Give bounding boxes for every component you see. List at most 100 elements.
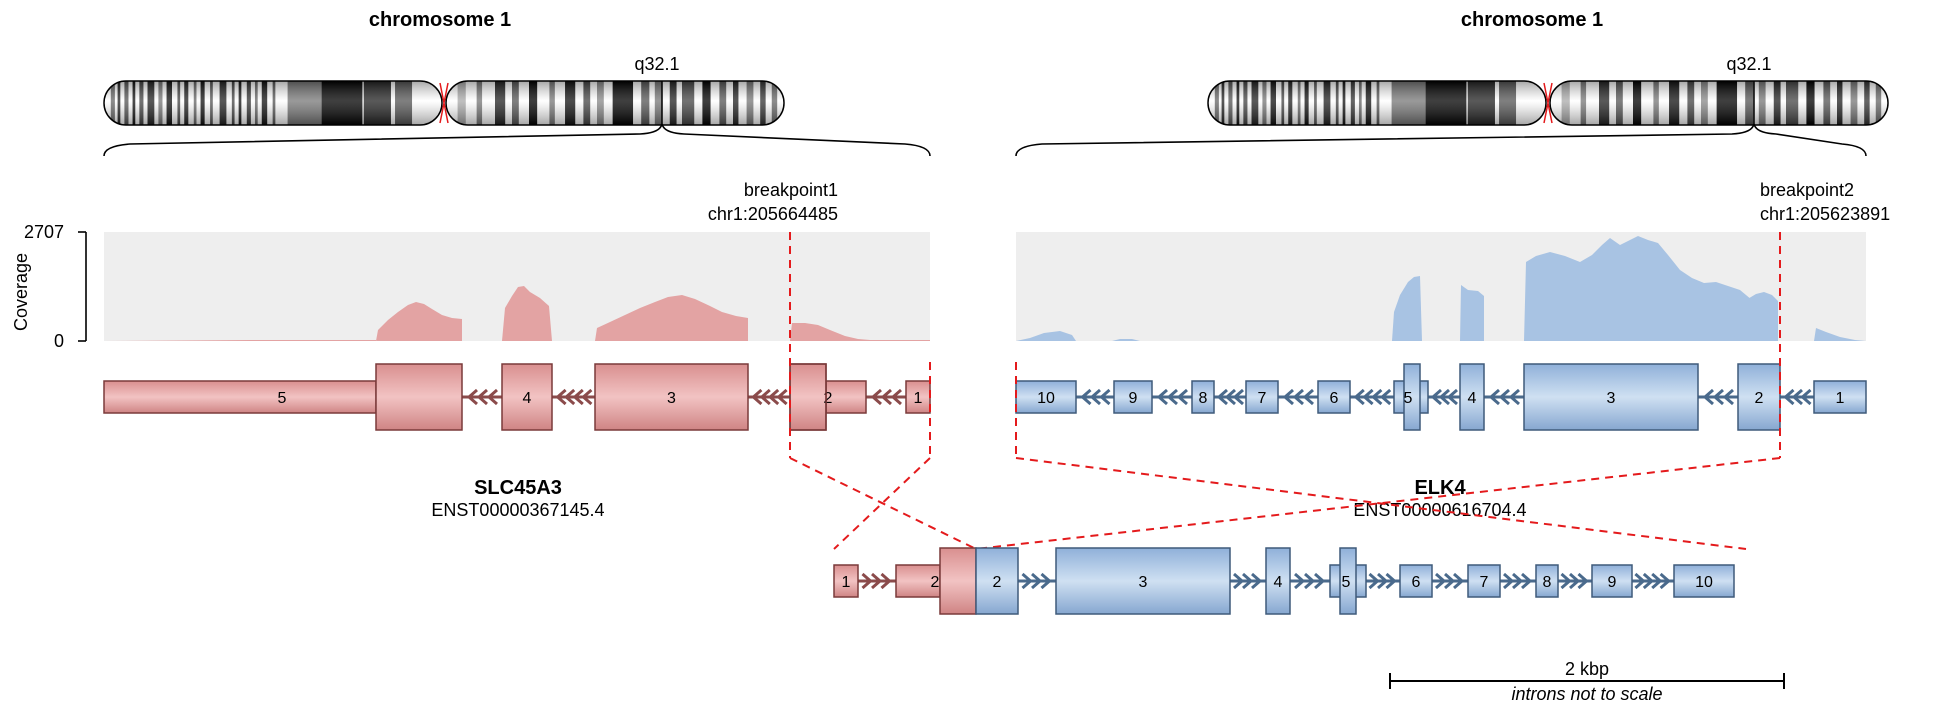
elk4-intron-arrow bbox=[1783, 388, 1795, 406]
elk4-exon-3: 3 bbox=[1523, 363, 1699, 431]
fusion-intron-arrow bbox=[880, 572, 892, 590]
fusion-intron-arrow bbox=[1377, 572, 1389, 590]
fusion-intron-arrow bbox=[1651, 572, 1663, 590]
elk4-intron-arrow bbox=[1099, 388, 1111, 406]
fusion-intron-arrow bbox=[1435, 572, 1447, 590]
elk4-intron-arrow bbox=[1702, 388, 1714, 406]
fusion-intron-arrow bbox=[1031, 572, 1043, 590]
fusion-intron-arrow bbox=[1021, 572, 1033, 590]
elk4-exon-1: 1 bbox=[1813, 380, 1867, 414]
left-coverage-track bbox=[104, 286, 930, 341]
elk4-exon-2: 2 bbox=[1737, 363, 1781, 431]
slc45a3-gene-model: 5 4 3 2 1 bbox=[103, 363, 931, 431]
slc45a3-exon-5-label: 5 bbox=[278, 390, 287, 407]
elk4-intron-arrow bbox=[1379, 388, 1392, 406]
scale-bar: 2 kbp introns not to scale bbox=[1389, 659, 1785, 704]
elk4-intron-arrow bbox=[1353, 388, 1365, 406]
elk4-exon-9: 9 bbox=[1113, 380, 1153, 414]
elk4-intron-arrow bbox=[1446, 388, 1458, 406]
elk4-intron-arrow bbox=[1371, 388, 1383, 406]
slc45a3-intron-arrow bbox=[581, 388, 593, 406]
slc45a3-intron-arrow bbox=[776, 388, 788, 406]
left-transcript-id: ENST00000367145.4 bbox=[431, 500, 604, 520]
elk4-exon-10: 10 bbox=[1015, 380, 1077, 414]
slc45a3-intron-arrow bbox=[767, 388, 780, 406]
elk4-exon-4: 4 bbox=[1459, 363, 1485, 431]
right-chromosome-title: chromosome 1 bbox=[1461, 9, 1603, 31]
slc45a3-intron-arrow bbox=[476, 388, 488, 406]
fusion-intron-arrow bbox=[1569, 572, 1581, 590]
right-chromosome-ideogram bbox=[1207, 80, 1889, 126]
slc45a3-exon-4-label: 4 bbox=[523, 390, 532, 407]
elk4-exon-6: 6 bbox=[1317, 380, 1351, 414]
elk4-exon-2-label: 2 bbox=[1755, 390, 1764, 407]
fusion-exon-4-elk4-label: 4 bbox=[1274, 574, 1283, 591]
slc45a3-exon-1-label: 1 bbox=[914, 390, 923, 407]
breakpoint1-coordinate: chr1:205664485 bbox=[708, 204, 838, 224]
coverage-min-label: 0 bbox=[54, 331, 64, 351]
fusion-intron-arrow bbox=[1503, 572, 1515, 590]
fusion-exon-1-slc45a3: 1 bbox=[833, 564, 859, 598]
slc45a3-intron-arrow bbox=[870, 388, 882, 406]
elk4-intron-arrow bbox=[1508, 388, 1520, 406]
fusion-intron-arrow bbox=[1385, 572, 1397, 590]
fusion-exon-4-elk4: 4 bbox=[1265, 547, 1291, 615]
breakpoint2-coordinate: chr1:205623891 bbox=[1760, 204, 1890, 224]
elk4-intron-arrow bbox=[1089, 388, 1101, 406]
elk4-exon-7: 7 bbox=[1245, 380, 1279, 414]
fusion-intron-arrow bbox=[1659, 572, 1671, 590]
slc45a3-exon-2-label: 2 bbox=[824, 390, 833, 407]
elk4-intron-arrow bbox=[1722, 388, 1734, 406]
fusion-intron-arrow bbox=[1040, 572, 1052, 590]
fusion-exon-9-elk4-label: 9 bbox=[1608, 574, 1617, 591]
elk4-intron-arrow bbox=[1800, 388, 1812, 406]
elk4-exon-8-label: 8 bbox=[1199, 390, 1208, 407]
fusion-exon-2-slc45a3-label: 2 bbox=[931, 574, 940, 591]
elk4-intron-arrow bbox=[1216, 388, 1228, 406]
fusion-intron-arrow bbox=[1444, 572, 1456, 590]
breakpoint-lines bbox=[789, 232, 1781, 550]
slc45a3-intron-arrow bbox=[759, 388, 771, 406]
elk4-intron-arrow bbox=[1080, 388, 1092, 406]
left-gene-name: SLC45A3 bbox=[474, 477, 562, 499]
fusion-exon-5-elk4-label: 5 bbox=[1342, 574, 1351, 591]
fusion-exon-10-elk4: 10 bbox=[1673, 564, 1735, 598]
slc45a3-exon-3: 3 bbox=[594, 363, 749, 431]
slc45a3-intron-arrow bbox=[466, 388, 478, 406]
elk4-exon-6-label: 6 bbox=[1330, 390, 1339, 407]
elk4-intron-arrow bbox=[1302, 388, 1314, 406]
fusion-intron-arrow bbox=[1242, 572, 1254, 590]
fusion-exon-2-elk4: 2 bbox=[975, 547, 1019, 615]
elk4-intron-arrow bbox=[1438, 388, 1450, 406]
elk4-intron-arrow bbox=[1232, 388, 1244, 406]
elk4-intron-arrow bbox=[1282, 388, 1294, 406]
elk4-intron-arrow bbox=[1498, 388, 1510, 406]
right-coverage-track bbox=[1016, 236, 1866, 341]
elk4-exon-4-label: 4 bbox=[1468, 390, 1477, 407]
elk4-intron-arrow bbox=[1224, 388, 1236, 406]
fusion-exon-6-elk4-label: 6 bbox=[1412, 574, 1421, 591]
left-chromosome-ideogram bbox=[103, 80, 785, 126]
slc45a3-exon-5: 5 bbox=[103, 363, 463, 431]
coverage-axis: 2707 0 Coverage bbox=[11, 222, 87, 351]
fusion-intron-arrow bbox=[1304, 572, 1316, 590]
fusion-intron-arrow bbox=[1233, 572, 1245, 590]
right-band-label: q32.1 bbox=[1726, 54, 1771, 74]
fusion-intron-arrow bbox=[1314, 572, 1326, 590]
slc45a3-exon-2: 2 bbox=[789, 363, 867, 431]
fusion-intron-arrow bbox=[1642, 572, 1655, 590]
slc45a3-exon-3-label: 3 bbox=[667, 390, 676, 407]
fusion-intron-arrow bbox=[861, 572, 873, 590]
slc45a3-intron-arrow bbox=[563, 388, 576, 406]
fusion-intron-arrow bbox=[1521, 572, 1533, 590]
elk4-exon-1-label: 1 bbox=[1836, 390, 1845, 407]
scale-bar-label: 2 kbp bbox=[1565, 659, 1609, 679]
breakpoint1-label: breakpoint1 bbox=[744, 180, 838, 200]
elk4-exon-8: 8 bbox=[1191, 380, 1215, 414]
slc45a3-intron-arrow bbox=[880, 388, 892, 406]
right-gene-name: ELK4 bbox=[1414, 477, 1466, 499]
elk4-exon-3-label: 3 bbox=[1607, 390, 1616, 407]
